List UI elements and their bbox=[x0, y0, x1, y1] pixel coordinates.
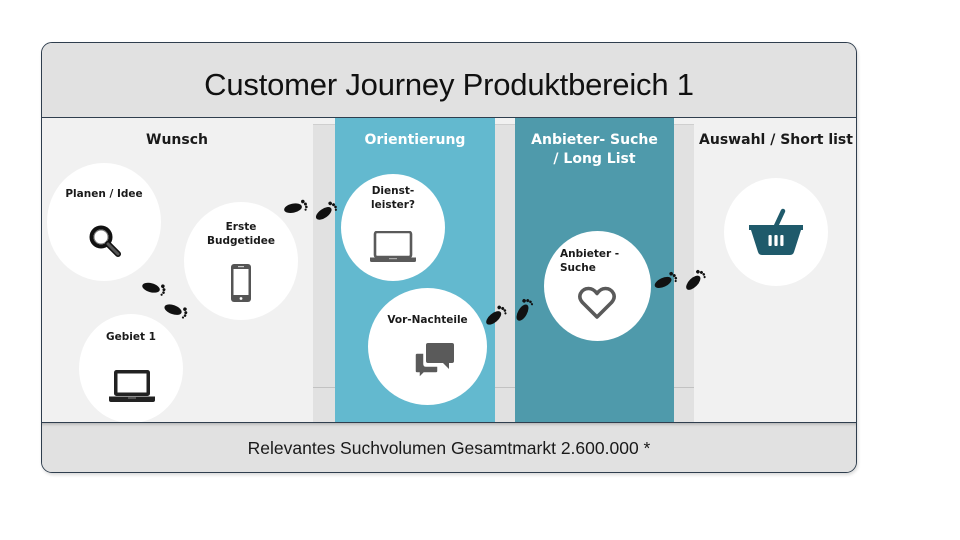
footsteps-icon bbox=[654, 269, 706, 290]
touchpoint-label: Erste Budgetidee bbox=[184, 220, 298, 248]
touchpoint-label: Anbieter - Suche bbox=[544, 247, 651, 275]
touchpoint-dienstleister[interactable]: Dienst- leister? bbox=[341, 174, 445, 281]
smartphone-icon bbox=[231, 264, 251, 302]
touchpoint-label-line: Budgetidee bbox=[206, 235, 275, 247]
touchpoint-gebiet-1[interactable]: Gebiet 1 bbox=[79, 314, 183, 423]
journey-area: Wunsch Orientierung Anbieter- Suche / Lo… bbox=[42, 118, 856, 423]
footsteps-icon bbox=[142, 282, 188, 319]
stage-title-line: Anbieter- Suche bbox=[531, 132, 658, 148]
chat-bubbles-icon bbox=[414, 343, 454, 379]
touchpoint-label-line: leister? bbox=[371, 199, 415, 211]
touchpoint-label-line: Suche bbox=[560, 262, 596, 274]
touchpoint-erste-budgetidee[interactable]: Erste Budgetidee bbox=[184, 202, 298, 320]
touchpoint-label: Gebiet 1 bbox=[106, 331, 156, 343]
search-icon bbox=[89, 225, 121, 257]
customer-journey-panel: Customer Journey Produktbereich 1 Wunsch… bbox=[41, 42, 857, 473]
touchpoint-label: Planen / Idee bbox=[65, 188, 143, 200]
touchpoint-label: Dienst- leister? bbox=[341, 184, 445, 212]
search-volume-text: Relevantes Suchvolumen Gesamtmarkt 2.600… bbox=[247, 438, 651, 458]
footsteps-icon bbox=[486, 299, 534, 325]
touchpoint-vor-nachteile[interactable]: Vor-Nachteile bbox=[368, 288, 487, 405]
footsteps-icon bbox=[284, 199, 337, 220]
laptop-icon bbox=[370, 231, 416, 262]
heart-icon bbox=[578, 286, 616, 319]
divider-line bbox=[313, 387, 694, 388]
touchpoint-planen-idee[interactable]: Planen / Idee bbox=[47, 163, 161, 281]
page-title: Customer Journey Produktbereich 1 bbox=[204, 67, 694, 102]
footer: Relevantes Suchvolumen Gesamtmarkt 2.600… bbox=[42, 422, 856, 472]
touchpoint-short-list[interactable] bbox=[724, 178, 828, 286]
stage-title-line: / Long List bbox=[553, 151, 636, 167]
laptop-icon bbox=[109, 370, 155, 402]
shopping-basket-icon bbox=[749, 208, 803, 255]
touchpoint-anbieter-suche[interactable]: Anbieter - Suche bbox=[544, 231, 651, 341]
stage-title-anbieter-suche: Anbieter- Suche / Long List bbox=[515, 131, 674, 169]
header: Customer Journey Produktbereich 1 bbox=[42, 43, 856, 118]
stage-title-orientierung: Orientierung bbox=[364, 132, 466, 148]
stage-title-auswahl: Auswahl / Short list bbox=[699, 132, 853, 148]
touchpoint-label: Vor-Nachteile bbox=[387, 314, 468, 326]
touchpoint-label-line: Erste bbox=[225, 221, 257, 233]
stage-title-wunsch: Wunsch bbox=[146, 132, 208, 148]
touchpoint-label-line: Anbieter - bbox=[560, 248, 620, 260]
touchpoint-label-line: Dienst- bbox=[371, 185, 415, 197]
